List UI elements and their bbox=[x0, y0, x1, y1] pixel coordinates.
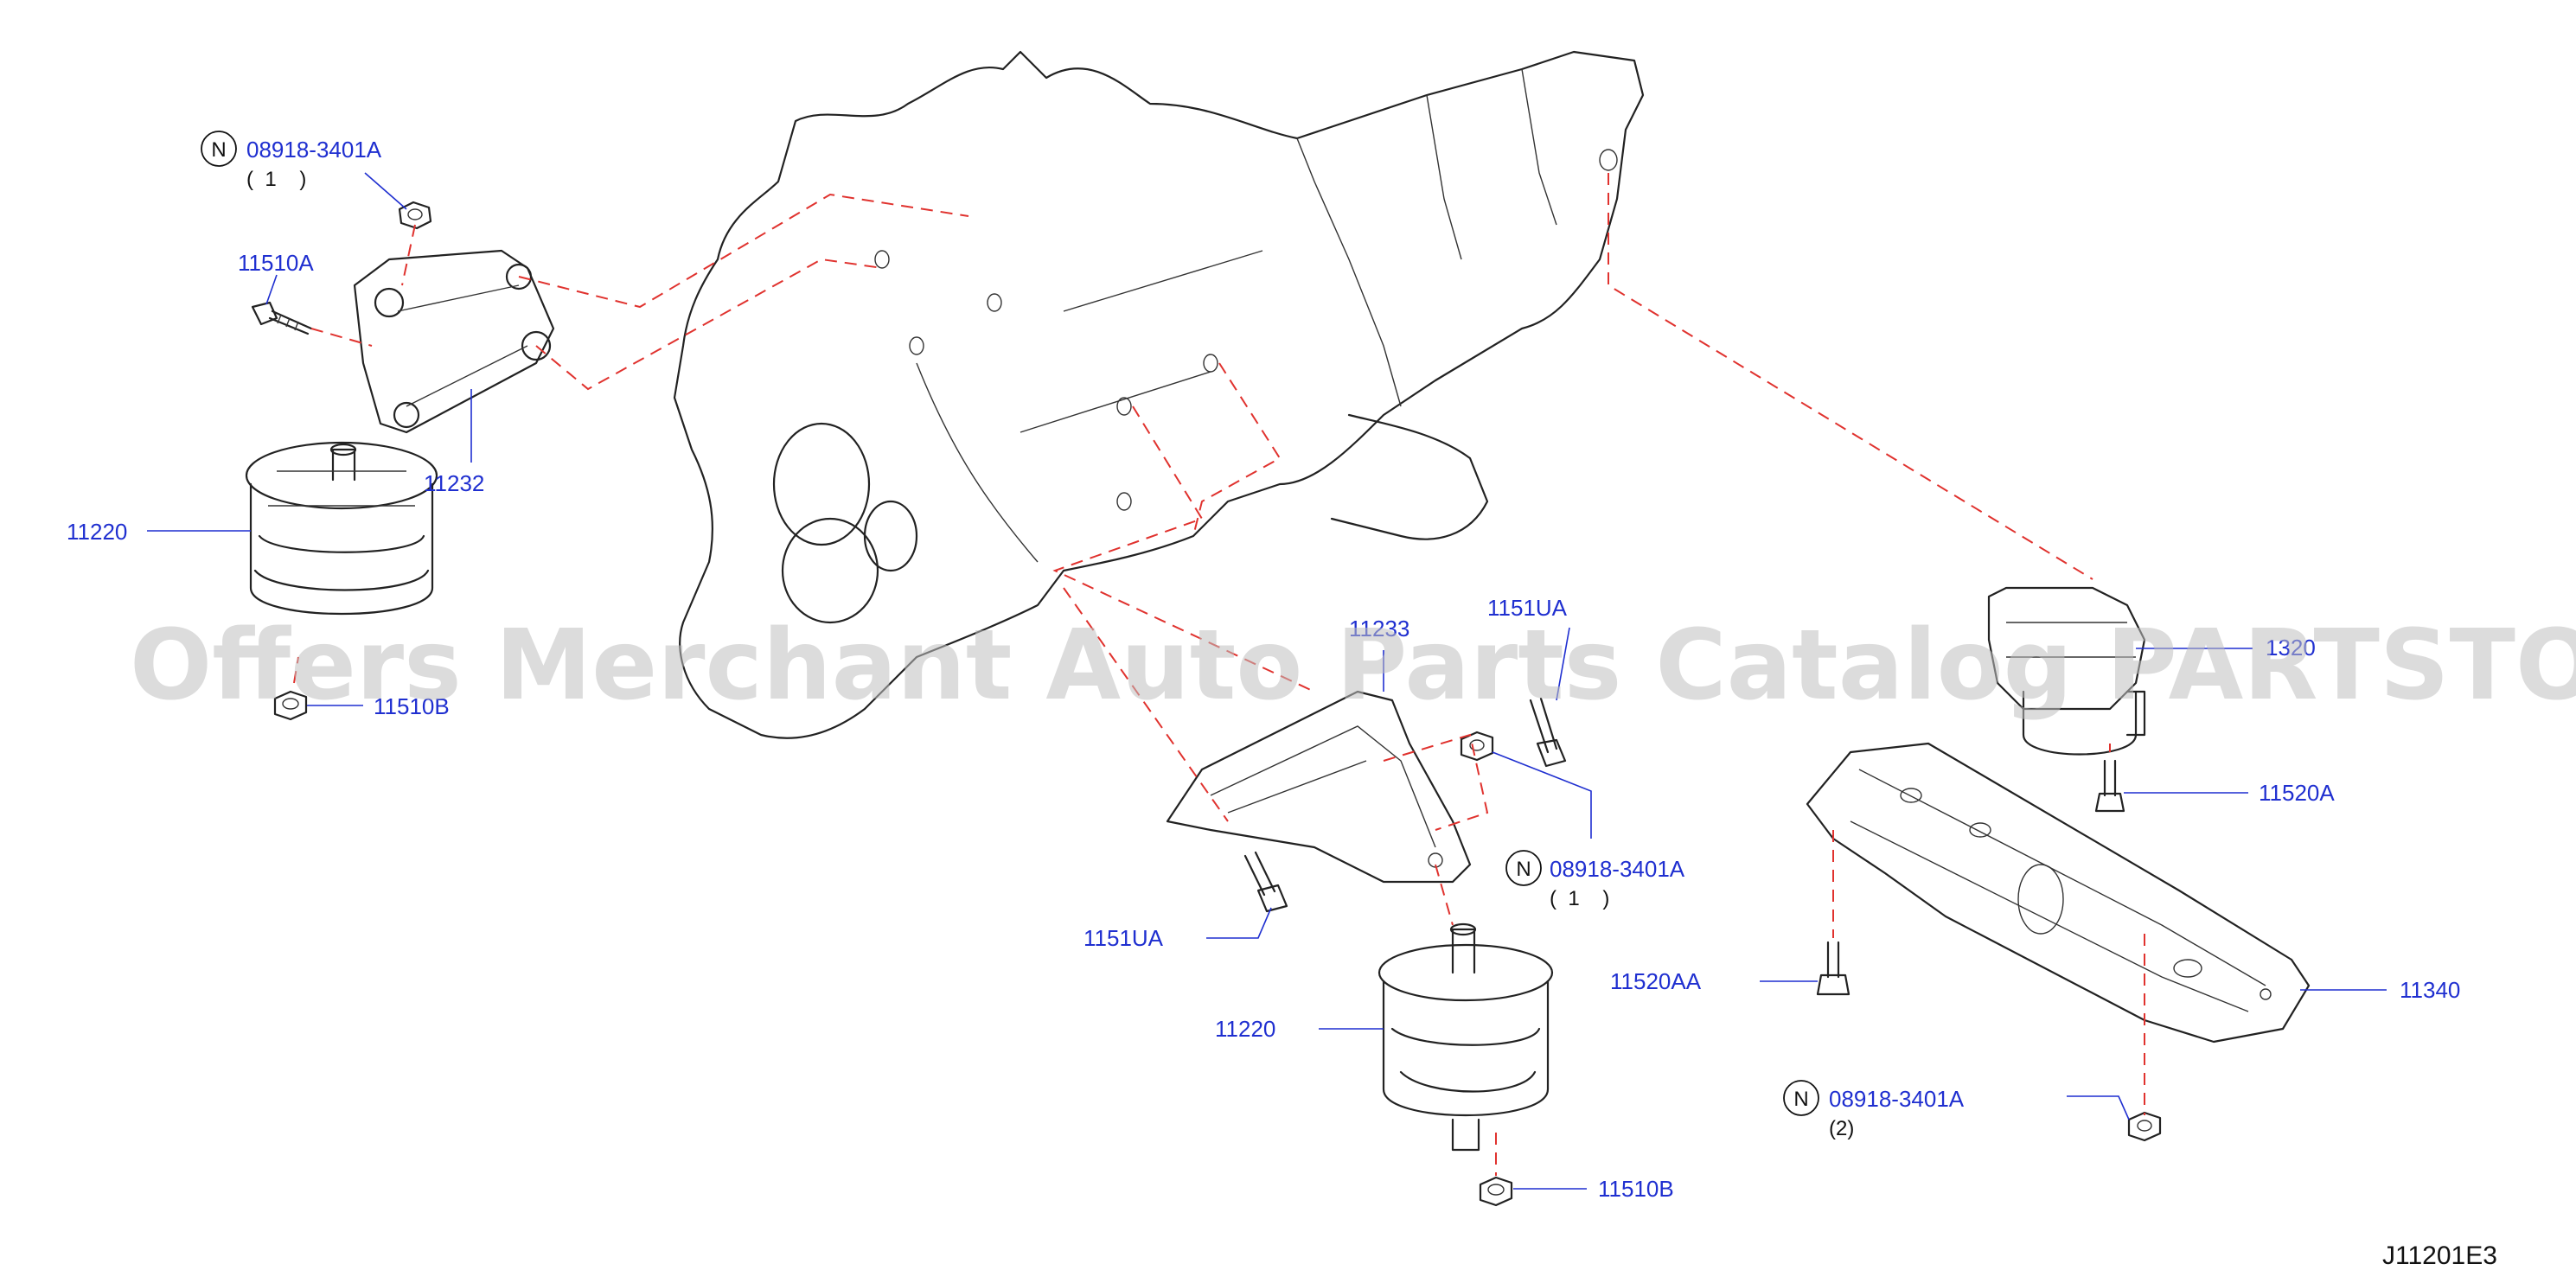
rear-bolt bbox=[2094, 759, 2125, 813]
svg-text:N: N bbox=[1793, 1088, 1808, 1111]
rear-transmission-mount bbox=[1987, 586, 2146, 756]
callout-bolt-top-left[interactable]: 11510A bbox=[238, 250, 314, 276]
engine-transmission-illustration bbox=[673, 50, 1645, 739]
svg-text:( 1 ): ( 1 ) bbox=[1550, 887, 1609, 910]
callout-bolt-center-upper[interactable]: 1151UA bbox=[1487, 595, 1568, 621]
callout-mount-center[interactable]: 11220 bbox=[1215, 1016, 1275, 1042]
center-upper-bolt bbox=[1529, 697, 1567, 768]
left-top-nut bbox=[398, 201, 432, 230]
crossmember-bolt bbox=[1816, 941, 1851, 996]
svg-text:N: N bbox=[1516, 858, 1531, 881]
callout-nut-center[interactable]: N 08918-3401A ( 1 ) bbox=[1505, 850, 1685, 910]
svg-text:N: N bbox=[211, 138, 226, 162]
svg-text:08918-3401A: 08918-3401A bbox=[1829, 1086, 1965, 1112]
center-engine-mount bbox=[1377, 922, 1554, 1152]
center-nut bbox=[1460, 731, 1494, 762]
part-callouts: N 08918-3401A ( 1 ) 11510A 11232 11220 1… bbox=[67, 131, 2460, 1202]
left-engine-mount bbox=[245, 441, 438, 616]
callout-nut-left-bottom[interactable]: 11510B bbox=[374, 693, 450, 719]
callout-bolt-rear[interactable]: 11520A bbox=[2259, 780, 2335, 806]
diagram-code: J11201E3 bbox=[2382, 1242, 2497, 1270]
callout-mount-rear[interactable]: 1320 bbox=[2266, 635, 2316, 661]
callout-bolt-center-lower[interactable]: 1151UA bbox=[1083, 925, 1164, 951]
left-bolt bbox=[251, 301, 313, 335]
transmission-crossmember bbox=[1806, 742, 2311, 1044]
callout-mount-left[interactable]: 11220 bbox=[67, 519, 127, 545]
callout-nut-center-bottom[interactable]: 11510B bbox=[1598, 1176, 1674, 1202]
assembly-guide-lines bbox=[293, 173, 2145, 1176]
svg-text:( 1 ): ( 1 ) bbox=[246, 168, 306, 191]
callout-bolt-crossmember[interactable]: 11520AA bbox=[1610, 968, 1702, 994]
svg-text:(2): (2) bbox=[1829, 1117, 1854, 1140]
callout-crossmember[interactable]: 11340 bbox=[2400, 977, 2460, 1003]
center-mount-bracket bbox=[1166, 690, 1472, 884]
center-lower-bolt bbox=[1243, 851, 1288, 913]
svg-text:08918-3401A: 08918-3401A bbox=[246, 137, 382, 163]
left-mount-bracket bbox=[353, 249, 555, 434]
center-bottom-nut bbox=[1479, 1176, 1513, 1207]
callout-nut-top-left[interactable]: N 08918-3401A ( 1 ) bbox=[201, 131, 382, 191]
watermark-text: Offers Merchant Auto Parts Catalog PARTS… bbox=[130, 610, 2576, 722]
left-bottom-nut bbox=[273, 690, 308, 721]
callout-bracket-center[interactable]: 11233 bbox=[1349, 616, 1409, 642]
callout-bracket-left[interactable]: 11232 bbox=[424, 470, 484, 496]
callout-nut-rear[interactable]: N 08918-3401A (2) bbox=[1783, 1080, 1965, 1140]
svg-text:08918-3401A: 08918-3401A bbox=[1550, 856, 1685, 882]
rear-nut bbox=[2127, 1111, 2162, 1142]
leader-lines bbox=[147, 172, 2387, 1190]
